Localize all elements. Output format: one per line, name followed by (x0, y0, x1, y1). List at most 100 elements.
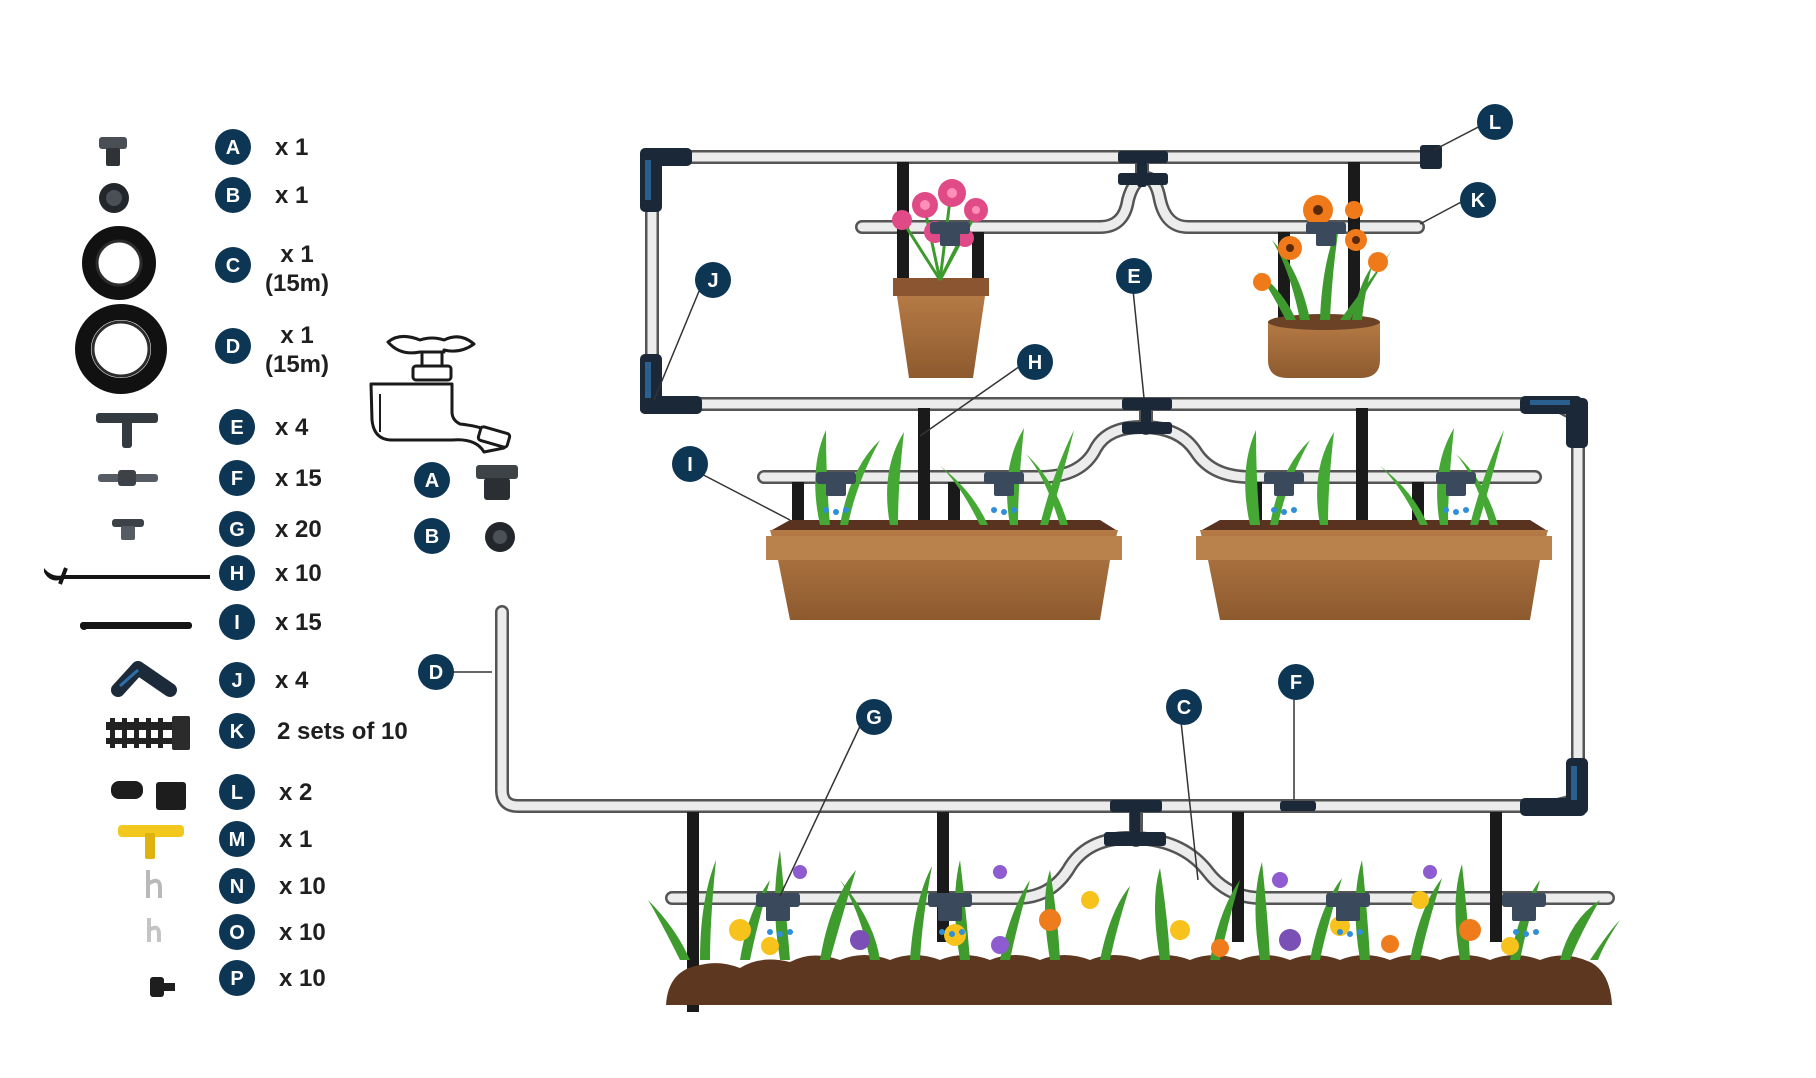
part-quantity: x 10 (275, 560, 322, 587)
diagram-callout-badge: C (1166, 689, 1202, 725)
garden-bed-soil (666, 955, 1612, 1005)
support-stake-icon (80, 622, 192, 630)
diagram-callout-badge: F (1278, 664, 1314, 700)
filter-washer-illustration (485, 522, 515, 552)
drippers (756, 222, 1546, 937)
part-badge: H (219, 555, 255, 591)
elbow-connector-icon (1520, 396, 1588, 448)
diagram-callout-badge: K (1460, 182, 1496, 218)
part-quantity: x 15 (275, 609, 322, 636)
tee-connector-icon (1104, 800, 1166, 846)
badge-letter: K (230, 721, 245, 743)
badge-letter: O (229, 922, 245, 944)
diagram-callout-badge: J (695, 262, 731, 298)
badge-letter: K (1471, 190, 1486, 212)
badge-letter: D (429, 662, 443, 684)
part-badge: J (219, 662, 255, 698)
elbow-connector-icon (111, 661, 177, 697)
part-quantity: x 15 (275, 465, 322, 492)
badge-letter: H (230, 563, 244, 585)
window-box (766, 520, 1122, 620)
part-quantity: x 4 (275, 414, 309, 441)
badge-letter: A (226, 137, 240, 159)
straight-connector-icon (98, 470, 158, 486)
tee-connector-icon (96, 413, 158, 448)
flower-pot (893, 278, 989, 378)
faucet-callout-badge: B (414, 518, 450, 554)
badge-letter: I (687, 454, 693, 476)
faucet-adapter-icon (99, 137, 127, 166)
diagram-callout-badge: H (1017, 344, 1053, 380)
faucet-callout-badge: A (414, 462, 450, 498)
badge-letter: I (234, 612, 240, 634)
part-badge: F (219, 460, 255, 496)
part-badge: B (215, 177, 251, 213)
end-cap-icon (111, 781, 186, 810)
badge-letter: A (425, 470, 439, 492)
part-quantity: x 4 (275, 667, 309, 694)
diagram-callout-badge: E (1116, 258, 1152, 294)
part-quantity: x 1 (275, 134, 308, 161)
badge-letter: D (226, 336, 240, 358)
window-box (1196, 520, 1552, 620)
dripper-set-icon (106, 716, 190, 750)
badge-letter: B (226, 185, 240, 207)
part-badge: N (219, 868, 255, 904)
diagram-callout-badge: L (1477, 104, 1513, 140)
badge-letter: C (226, 255, 240, 277)
part-badge: A (215, 129, 251, 165)
stake-icon (44, 567, 210, 585)
diagram-callout-badge: G (856, 699, 892, 735)
badge-letter: E (230, 417, 243, 439)
part-badge: L (219, 774, 255, 810)
part-quantity: x 1 (275, 182, 308, 209)
badge-letter: F (231, 468, 243, 490)
part-badge: K (219, 713, 255, 749)
elbow-connector-icon (640, 148, 692, 212)
badge-letter: C (1177, 697, 1191, 719)
filter-washer-icon (99, 183, 129, 213)
plug-icon (150, 977, 175, 997)
part-badge: O (219, 914, 255, 950)
part-badge: M (219, 821, 255, 857)
part-quantity: x 10 (279, 965, 326, 992)
part-quantity: x 10 (279, 919, 326, 946)
part-length: (15m) (265, 270, 329, 297)
connectors (640, 145, 1588, 846)
badge-letter: B (425, 526, 439, 548)
callout-leader-lines (450, 121, 1489, 897)
diagram-callout-badge: D (418, 654, 454, 690)
part-quantity: x 1 (280, 322, 313, 349)
tee-connector-icon (1118, 151, 1168, 187)
part-badge: I (219, 604, 255, 640)
part-length: (15m) (265, 351, 329, 378)
part-quantity: x 1 (280, 241, 313, 268)
small-hook-icon (147, 918, 161, 942)
part-badge: P (219, 960, 255, 996)
elbow-connector-icon (1520, 758, 1588, 816)
hanging-planter (1268, 314, 1380, 378)
tubing-coil-icon (82, 226, 156, 300)
tubing-coil-large-icon (75, 304, 167, 394)
hook-icon (146, 870, 162, 898)
tee-connector-icon (1122, 398, 1172, 434)
badge-letter: G (229, 519, 245, 541)
